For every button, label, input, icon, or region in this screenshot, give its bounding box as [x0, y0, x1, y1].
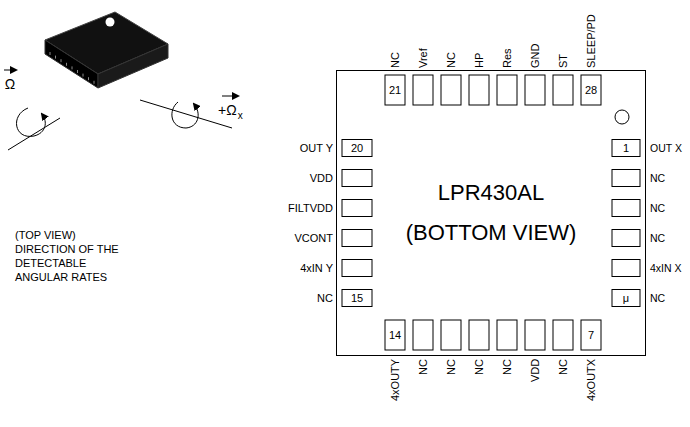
pin-pad: [612, 230, 640, 247]
pin1-mark: [615, 110, 629, 124]
chip-pins: [50, 52, 94, 84]
pin-name: NC: [473, 359, 485, 375]
pin-name: VDD: [529, 359, 541, 382]
pin-pad: [525, 75, 545, 105]
pin-number: 21: [389, 84, 401, 96]
pin-name: 4xIN X: [650, 262, 682, 275]
pin-name: OUT Y: [300, 142, 333, 154]
pin-name: GND: [529, 44, 541, 68]
pin-name: NC: [650, 292, 665, 305]
pin-pad: [553, 320, 573, 350]
axis-symbol: +Ω: [218, 102, 237, 118]
pin-number: 20: [351, 142, 363, 154]
pin-number: 1: [623, 142, 629, 154]
pin-pad: [342, 170, 372, 187]
pin-pad: [612, 200, 640, 217]
chip-side: [98, 44, 168, 88]
pin-name: 4xOUTY: [389, 359, 401, 401]
pin-number: μ: [623, 292, 629, 304]
chip-pin: [88, 77, 89, 80]
pin-name: ST: [557, 54, 569, 68]
pin-name: NC: [317, 292, 333, 304]
view-note: (BOTTOM VIEW): [406, 218, 577, 248]
axis-subscript: x: [238, 110, 243, 122]
pin-pad: [553, 75, 573, 105]
pin-number: 28: [585, 84, 597, 96]
pin-name: 4xIN Y: [300, 262, 333, 274]
chip-pin: [72, 66, 73, 69]
pin-pad: [342, 140, 372, 157]
pin-pad: [342, 260, 372, 277]
chip-pin: [50, 52, 51, 55]
view-note: (TOP VIEW) DIRECTION OF THE DETECTABLE A…: [15, 228, 123, 284]
vector-arrow: [222, 96, 238, 97]
rotation-arrow: [172, 102, 198, 128]
pin-pad: [385, 75, 405, 105]
pin-pad: [342, 200, 372, 217]
pin-pad: [497, 75, 517, 105]
axis-symbol: Ω: [5, 76, 15, 92]
chip-pin: [77, 70, 78, 73]
pin-pad: [385, 320, 405, 350]
pin-name: HP: [473, 53, 485, 68]
pin-name: NC: [445, 359, 457, 375]
package-outline: LPR430AL (BOTTOM VIEW): [336, 70, 646, 356]
pin-name: NC: [557, 359, 569, 375]
chip-pin: [94, 81, 95, 84]
pin-name: NC: [417, 359, 429, 375]
pin-name: VCONT: [295, 232, 334, 244]
pin-name: NC: [389, 52, 401, 68]
axis-line: [8, 118, 60, 150]
pin-pad: [469, 320, 489, 350]
vector-arrow: [4, 70, 16, 71]
chip-pin: [83, 74, 84, 77]
pin-name: VDD: [310, 172, 333, 184]
chip-pin: [66, 63, 67, 66]
pin-pad: [413, 320, 433, 350]
pin-name: NC: [650, 232, 665, 245]
pin-name: Vref: [417, 48, 429, 68]
pin-pad: [612, 170, 640, 187]
pin-name: SLEEP/PD: [585, 14, 597, 68]
pin-name: OUT X: [650, 142, 682, 155]
chip-pin: [55, 56, 56, 59]
pin-number: 15: [351, 292, 363, 304]
pin-pad: [612, 290, 640, 307]
pin-name: NC: [650, 202, 665, 215]
pin-name: NC: [650, 172, 665, 185]
part-number: LPR430AL: [438, 178, 544, 208]
pin1-dot: [106, 18, 115, 27]
pin-pad: [441, 75, 461, 105]
pin-number: 14: [389, 329, 401, 341]
pin-pad: [342, 230, 372, 247]
chip-front: [45, 40, 98, 88]
pin-pad: [612, 140, 640, 157]
pin-pad: [469, 75, 489, 105]
pin-name: Res: [501, 48, 513, 68]
pin-pad: [441, 320, 461, 350]
pin-pad: [413, 75, 433, 105]
pin-pad: [342, 290, 372, 307]
pin-name: NC: [501, 359, 513, 375]
pin-name: NC: [445, 52, 457, 68]
chip-pin: [61, 59, 62, 62]
rotation-arrow: [17, 108, 46, 136]
pin-name: 4xOUTX: [585, 359, 597, 401]
pin-pad: [525, 320, 545, 350]
pin-pad: [581, 320, 601, 350]
pin-name: FILTVDD: [288, 202, 333, 214]
pin-number: 7: [588, 329, 594, 341]
pin-pads: [342, 75, 640, 350]
pin-pad: [497, 320, 517, 350]
pin-pad: [581, 75, 601, 105]
pin-pad: [612, 260, 640, 277]
